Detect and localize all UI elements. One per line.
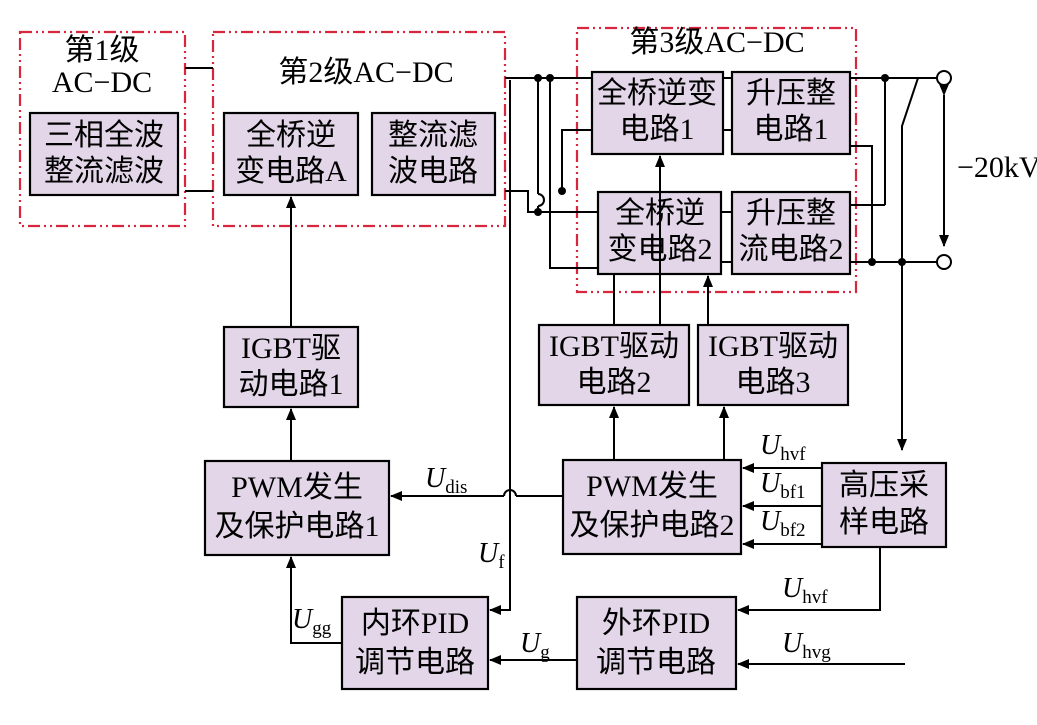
igbt2-label-2: 电路2: [577, 366, 652, 399]
pwm1-block: PWM发生 及保护电路1: [203, 459, 391, 557]
igbt1-label-1: IGBT驱: [241, 332, 341, 365]
signal-u-gg: Ugg: [292, 604, 332, 639]
igbt2-label-1: IGBT驱动: [549, 330, 679, 363]
power-wires: [185, 67, 940, 451]
pwm2-block: PWM发生 及保护电路2: [561, 458, 743, 556]
igbt1-block: IGBT驱 动电路1: [222, 325, 360, 409]
boost1-label-1: 升压整: [746, 77, 836, 110]
signal-u-f: Uf: [478, 538, 505, 573]
output-voltage-label: −20kV: [957, 151, 1037, 184]
outer-pid-block: 外环PID 调节电路: [575, 595, 738, 691]
filter-label-2: 波电路: [388, 155, 478, 188]
boost1-block: 升压整 电路1: [730, 70, 852, 156]
filter-label-1: 整流滤: [388, 119, 478, 152]
hv-sample-label-2: 样电路: [839, 506, 929, 539]
stage2-frame: [211, 30, 507, 228]
rectifier-label-1: 三相全波: [44, 119, 164, 152]
igbt3-block: IGBT驱动 电路3: [696, 323, 850, 407]
igbt3-label-2: 电路3: [736, 366, 811, 399]
hv-sample-block: 高压采 样电路: [820, 461, 948, 549]
signal-u-hvf-bottom: Uhvf: [782, 573, 828, 608]
pwm1-label-1: PWM发生: [231, 471, 363, 504]
stage3-frame: [575, 26, 858, 294]
control-wires: [286, 80, 905, 669]
igbt2-block: IGBT驱动 电路2: [537, 323, 691, 407]
inverter1-label-1: 全桥逆变: [597, 77, 717, 110]
inner-pid-label-1: 内环PID: [361, 607, 469, 640]
stage1-title-line1: 第1级: [65, 34, 140, 67]
inverter-a-label-2: 变电路A: [235, 155, 347, 188]
inverter1-block: 全桥逆变 电路1: [590, 70, 725, 156]
stage2-title: 第2级AC−DC: [278, 56, 453, 89]
inverter-a-label-1: 全桥逆: [246, 119, 336, 152]
pwm1-label-2: 及保护电路1: [215, 510, 380, 543]
rectifier-label-2: 整流滤波: [44, 155, 164, 188]
boost2-label-1: 升压整: [746, 197, 836, 230]
signal-u-g: Ug: [520, 628, 550, 663]
outer-pid-label-1: 外环PID: [602, 607, 710, 640]
hv-sample-label-1: 高压采: [839, 469, 929, 502]
pwm2-label-1: PWM发生: [586, 470, 718, 503]
outer-pid-label-2: 调节电路: [596, 646, 716, 679]
boost2-label-2: 流电路2: [739, 233, 844, 266]
inverter1-label-2: 电路1: [620, 113, 695, 146]
filter-block: 整流滤 波电路: [370, 111, 497, 197]
inner-pid-label-2: 调节电路: [355, 646, 475, 679]
boost2-block: 升压整 流电路2: [730, 190, 852, 276]
signal-u-bf1: Ubf1: [760, 468, 806, 503]
pwm2-label-2: 及保护电路2: [570, 509, 735, 542]
signal-u-hvg: Uhvg: [782, 628, 831, 663]
output-terminals: [936, 70, 952, 270]
signal-u-bf2: Ubf2: [760, 506, 806, 541]
igbt3-label-1: IGBT驱动: [708, 330, 838, 363]
stage1-title-line2: AC−DC: [52, 66, 152, 99]
inner-pid-block: 内环PID 调节电路: [340, 595, 490, 691]
stage1-frame: [18, 30, 187, 228]
igbt1-label-2: 动电路1: [239, 368, 344, 401]
inverter-a-block: 全桥逆 变电路A: [222, 111, 360, 197]
stage3-title: 第3级AC−DC: [629, 26, 804, 59]
boost1-label-2: 电路1: [754, 113, 829, 146]
rectifier-block: 三相全波 整流滤波: [28, 111, 180, 197]
signal-u-dis: Udis: [425, 463, 467, 498]
junction-dots: [534, 74, 906, 266]
signal-u-hvf-top: Uhvf: [760, 430, 806, 465]
